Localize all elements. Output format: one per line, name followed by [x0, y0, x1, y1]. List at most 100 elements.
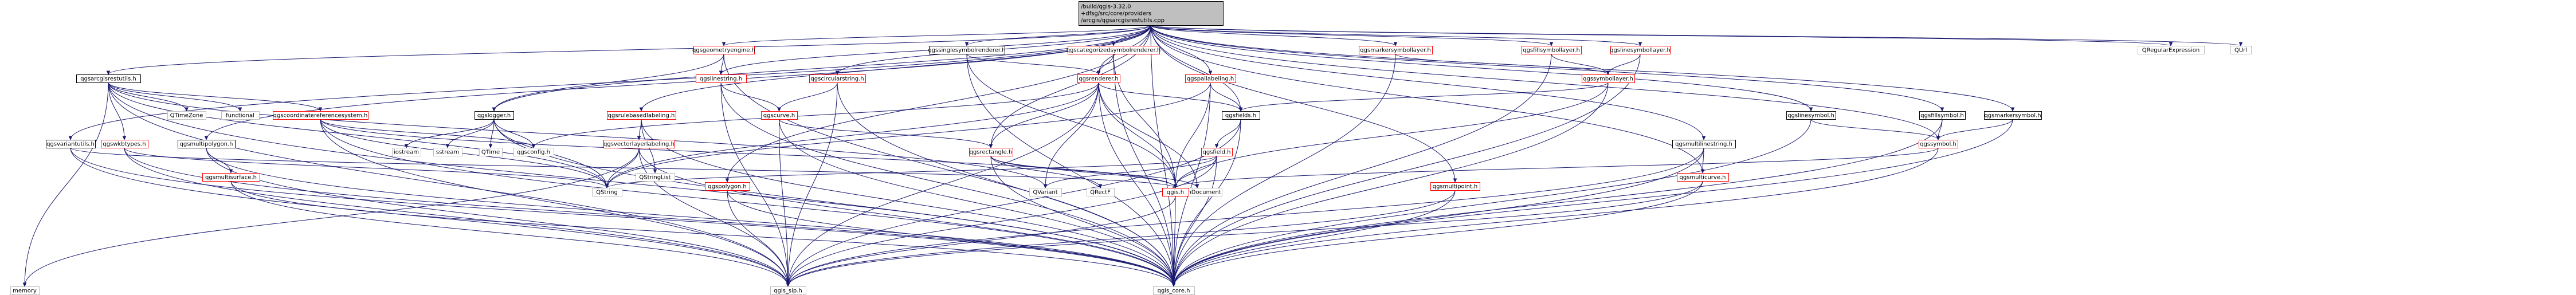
dependency-nodes: /build/qgis-3.32.0+dfsg/src/core/provide…: [10, 1, 2252, 295]
node-qgssinglesymbolrenderer-h[interactable]: qgssinglesymbolrenderer.h: [928, 46, 1006, 54]
node-qgspallabeling-h[interactable]: qgspallabeling.h: [1185, 74, 1236, 83]
node-label: QString: [596, 190, 618, 196]
node-label: memory: [13, 288, 37, 294]
edge-root-to-qgsgeometryengine_h: [724, 25, 1151, 46]
edge-root-to-qgspolygon_h: [727, 25, 1151, 182]
node-label: qgsmultilinestring.h: [1675, 141, 1732, 148]
node-label: qgslogger.h: [477, 113, 511, 119]
edge-qgsmulticurve_h-to-qgis_sip_h: [788, 180, 1703, 286]
edge-qgssymbollayer_h-to-qgis_h: [1175, 82, 1609, 188]
edge-qgscoordinatereferencesystem_h-to-qgis_sip_h: [320, 119, 788, 286]
edge-qgsrenderer_h-to-qgis_core_h: [1098, 82, 1174, 286]
node-qgslinestring-h[interactable]: qgslinestring.h: [696, 74, 747, 83]
edge-qgsmultipoint_h-to-qgis_sip_h: [788, 190, 1456, 286]
node-label: qgsrectangle.h: [970, 150, 1013, 156]
node-label: QUrl: [2234, 48, 2247, 54]
node-label: functional: [226, 113, 254, 119]
node-qgsrulebasedlabeling-h[interactable]: qgsrulebasedlabeling.h: [607, 111, 676, 120]
edge-qgsmultipolygon_h-to-qgis_sip_h: [206, 147, 788, 286]
edge-root-to-qgssymbol_h: [1150, 25, 1938, 140]
node-label: QDomDocument: [1173, 190, 1221, 196]
edge-qgsarcgisrestutils_h-to-QVariant: [108, 82, 1045, 188]
node-qgssymbollayer-h[interactable]: qgssymbollayer.h: [1582, 74, 1635, 83]
edge-qgsvectorlayerlabeling_h-to-QString: [607, 147, 640, 188]
node-qgswkbtypes-h[interactable]: qgswkbtypes.h: [101, 140, 148, 148]
edge-qgslinestring_h-to-qgscurve_h: [720, 82, 779, 111]
node-qgscategorizedsymbolrenderer-h[interactable]: qgscategorizedsymbolrenderer.h: [1067, 46, 1160, 54]
node-qgsfields-h[interactable]: qgsfields.h: [1222, 111, 1260, 120]
edge-qgsmulticurve_h-to-qgis_core_h: [1174, 180, 1703, 286]
edge-qgsarcgisrestutils_h-to-QTimeZone: [108, 82, 187, 111]
edge-root-to-qgsfillsymbollayer_h: [1150, 25, 1551, 46]
node-qgsfillsymbol-h[interactable]: qgsfillsymbol.h: [1919, 111, 1966, 120]
node-label: QRegularExpression: [2142, 48, 2200, 54]
node-qgscircularstring-h[interactable]: qgscircularstring.h: [809, 74, 866, 83]
node-QStringList: QStringList: [636, 173, 675, 182]
edge-qgsrenderer_h-to-QVariant: [1045, 82, 1099, 188]
node-qgsmarkersymbol-h[interactable]: qgsmarkersymbol.h: [1984, 111, 2042, 120]
edge-qgssymbol_h-to-qgis_core_h: [1174, 147, 1939, 286]
node-label: sstream: [436, 150, 459, 156]
edge-qgscoordinatereferencesystem_h-to-qgis_core_h: [320, 119, 1174, 286]
node-qgsrectangle-h[interactable]: qgsrectangle.h: [969, 148, 1013, 156]
node-qgscoordinatereferencesystem-h[interactable]: qgscoordinatereferencesystem.h: [273, 111, 368, 120]
node-qgsmultipoint-h[interactable]: qgsmultipoint.h: [1430, 182, 1480, 191]
node-qgspolygon-h[interactable]: qgspolygon.h: [705, 182, 750, 191]
edge-root-to-QRegularExpression: [1150, 25, 2171, 46]
node-qgssymbol-h[interactable]: qgssymbol.h: [1919, 140, 1958, 148]
node-qgslinesymbollayer-h[interactable]: qgslinesymbollayer.h: [1610, 46, 1671, 54]
node-label: QTimeZone: [170, 113, 203, 119]
node-qgsvectorlayerlabeling-h[interactable]: qgsvectorlayerlabeling.h: [603, 140, 675, 148]
root-label-line-2: +dfsg/src/core/providers: [1081, 11, 1151, 17]
node-label: QRectF: [1090, 190, 1111, 196]
edge-qgspallabeling_h-to-qgis_h: [1175, 82, 1211, 188]
edge-root-to-qgslogger_h: [494, 25, 1151, 111]
edge-qgsarcgisrestutils_h-to-qgis_sip_h: [108, 82, 788, 286]
node-qgsvariantutils-h[interactable]: qgsvariantutils.h: [46, 140, 96, 148]
edge-qgspolygon_h-to-qgis_sip_h: [727, 190, 788, 286]
edge-root-to-qgsrulebasedlabeling_h: [641, 25, 1151, 111]
node-qgsconfig-h: qgsconfig.h: [513, 148, 554, 156]
node-label: qgscircularstring.h: [810, 76, 864, 82]
node-qgsfillsymbollayer-h[interactable]: qgsfillsymbollayer.h: [1522, 46, 1582, 54]
node-label: qgis_sip.h: [774, 288, 802, 294]
node-qgis-h[interactable]: qgis.h: [1162, 188, 1189, 196]
node-qgscurve-h[interactable]: qgscurve.h: [761, 111, 798, 120]
edge-root-to-qgscategorizedsymbolrenderer_h: [1113, 25, 1151, 46]
edge-qgis_h-to-qgis_sip_h: [788, 195, 1176, 286]
node-qgsmarkersymbollayer-h[interactable]: qgsmarkersymbollayer.h: [1359, 46, 1433, 54]
node-QString: QString: [592, 188, 622, 196]
node-memory: memory: [10, 286, 40, 295]
node-label: QStringList: [639, 175, 671, 181]
node-QVariant: QVariant: [1029, 188, 1062, 196]
node-qgsfield-h[interactable]: qgsfield.h: [1201, 148, 1233, 156]
node-qgsmultisurface-h[interactable]: qgsmultisurface.h: [202, 173, 260, 182]
root-file-node: /build/qgis-3.32.0+dfsg/src/core/provide…: [1079, 1, 1224, 26]
node-QRectF: QRectF: [1087, 188, 1115, 196]
edge-qgssymbollayer_h-to-qgsfields_h: [1241, 82, 1609, 111]
edge-qgswkbtypes_h-to-QString: [124, 147, 607, 188]
node-QTimeZone: QTimeZone: [167, 111, 206, 120]
node-qgsmulticurve-h[interactable]: qgsmulticurve.h: [1677, 173, 1729, 182]
node-qgsgeometryengine-h[interactable]: qgsgeometryengine.h: [692, 46, 755, 54]
node-qgsrenderer-h[interactable]: qgsrenderer.h: [1077, 74, 1120, 83]
edge-root-to-qgsmultipolygon_h: [206, 25, 1151, 140]
node-qgslinesymbol-h[interactable]: qgslinesymbol.h: [1786, 111, 1836, 120]
node-qgsmultilinestring-h[interactable]: qgsmultilinestring.h: [1672, 140, 1736, 148]
edge-qgscurve_h-to-qgis_sip_h: [779, 119, 789, 286]
edge-qgsfillsymbol_h-to-qgis_core_h: [1174, 119, 1943, 286]
node-qgslogger-h[interactable]: qgslogger.h: [475, 111, 514, 120]
edge-qgslogger_h-to-qgsconfig_h: [493, 119, 534, 148]
node-qgsarcgisrestutils-h[interactable]: qgsarcgisrestutils.h: [76, 74, 141, 83]
edge-qgsvectorlayerlabeling_h-to-qgis_sip_h: [638, 147, 788, 286]
edge-qgsrulebasedlabeling_h-to-qgsvectorlayerlabeling_h: [639, 119, 642, 140]
node-label: qgsmultisurface.h: [205, 175, 257, 181]
node-functional: functional: [221, 111, 260, 120]
edge-qgslinestring_h-to-qgis_sip_h: [720, 82, 788, 286]
edge-qgscategorizedsymbolrenderer_h-to-qgsrenderer_h: [1099, 53, 1114, 74]
edge-root-to-qgslinesymbollayer_h: [1150, 25, 1640, 46]
node-qgsmultipolygon-h[interactable]: qgsmultipolygon.h: [178, 140, 236, 148]
edge-qgsmultisurface_h-to-qgis_core_h: [230, 180, 1174, 286]
root-label-line-3: /arcgis/qgsarcgisrestutils.cpp: [1081, 18, 1165, 24]
